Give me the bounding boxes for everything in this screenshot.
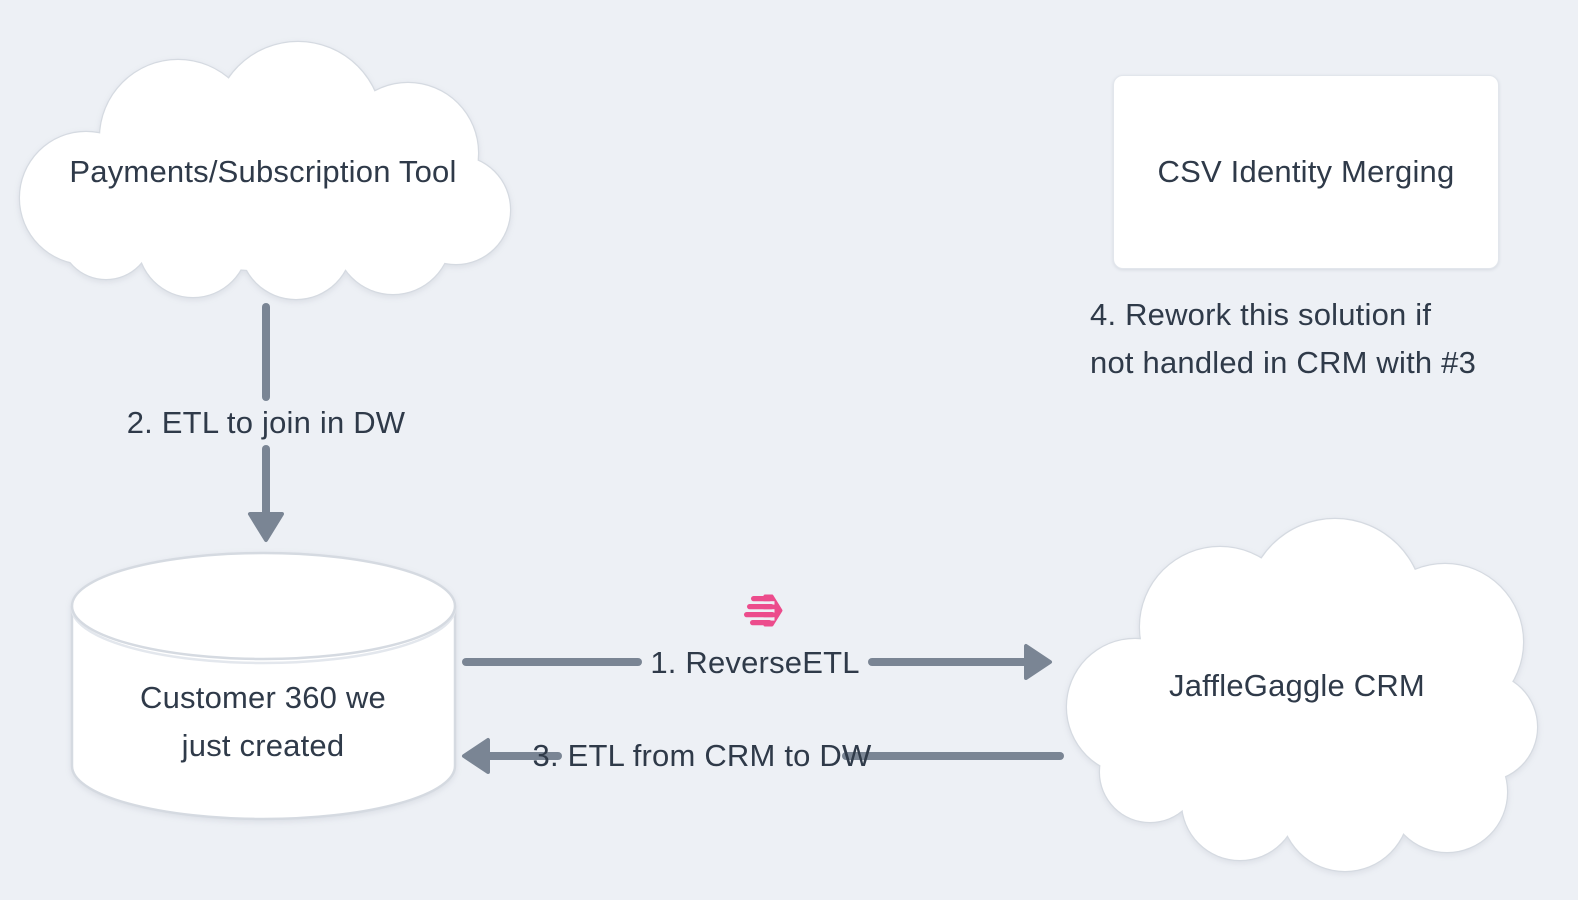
node-csv-card: CSV Identity Merging (1113, 75, 1499, 269)
cylinder-body (70, 606, 457, 821)
rework-note: 4. Rework this solution if not handled i… (1090, 291, 1476, 387)
crm-cloud-label: JaffleGaggle CRM (1169, 668, 1425, 703)
cylinder-top (70, 551, 457, 661)
edge-label-reverse-etl: 1. ReverseETL (650, 645, 860, 680)
arrowhead-left-icon (462, 738, 490, 774)
customer360-label-line1: Customer 360 we (140, 680, 386, 715)
edge-label-etl-from-crm: 3. ETL from CRM to DW (532, 738, 872, 773)
payments-cloud-label: Payments/Subscription Tool (69, 154, 457, 189)
csv-card-label: CSV Identity Merging (1157, 154, 1455, 189)
arrowhead-right-icon (1024, 644, 1052, 680)
customer360-label: Customer 360 we just created (140, 674, 386, 770)
arrowhead-down-icon (248, 512, 284, 542)
edge-label-etl-join: 2. ETL to join in DW (126, 405, 406, 440)
node-customer360-cylinder (70, 551, 457, 821)
hightouch-logo-icon (744, 594, 783, 627)
rework-note-line2: not handled in CRM with #3 (1090, 345, 1477, 380)
cylinder-shadow-line (70, 607, 457, 665)
customer360-label-line2: just created (181, 728, 345, 763)
rework-note-line1: 4. Rework this solution if (1090, 297, 1432, 332)
